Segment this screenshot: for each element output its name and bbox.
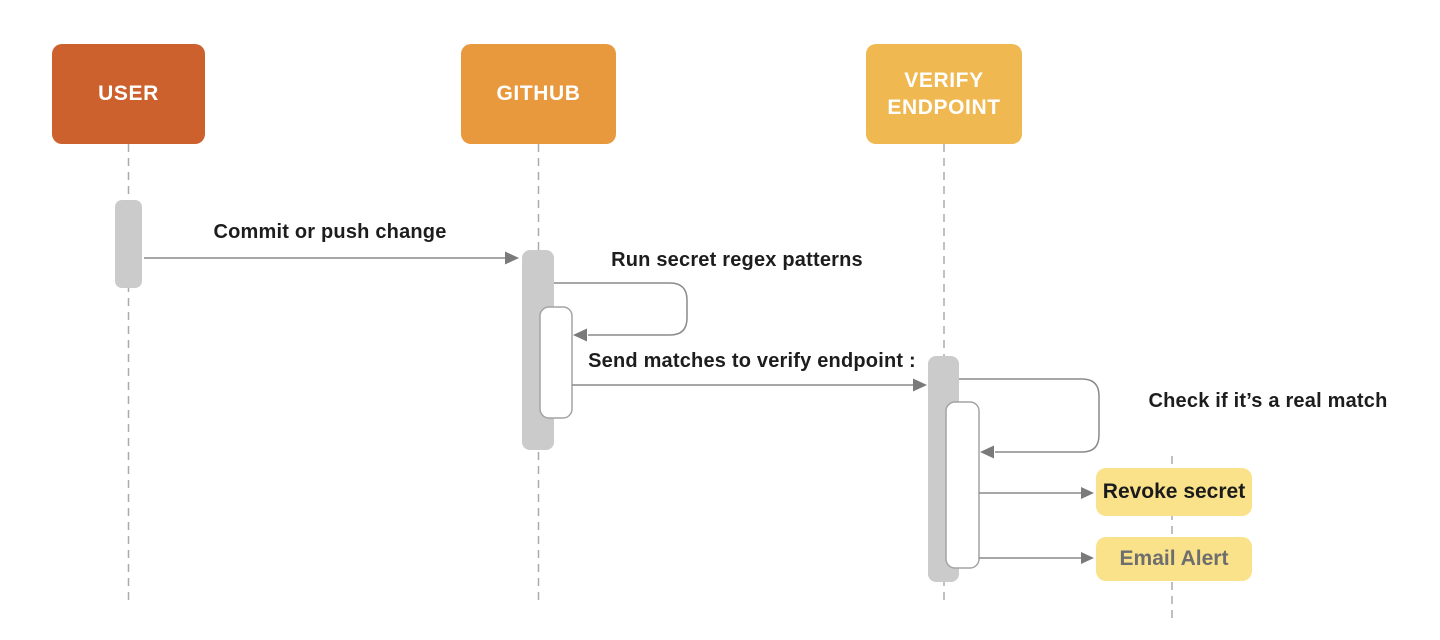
message-label-check-match: Check if it’s a real match xyxy=(1148,390,1388,412)
arrowhead-commit-icon xyxy=(505,251,519,265)
activation-bar-verify-nested xyxy=(945,401,980,569)
message-label-run-regex: Run secret regex patterns xyxy=(611,249,863,271)
arrowhead-revoke-icon xyxy=(1081,487,1094,499)
message-label-commit: Commit or push change xyxy=(213,221,447,243)
activation-bar-user xyxy=(115,200,142,288)
message-label-send-matches: Send matches to verify endpoint : xyxy=(588,350,916,372)
actor-label-github: GITHUB xyxy=(496,82,581,106)
action-box-email-alert: Email Alert xyxy=(1096,537,1252,581)
arrowhead-run-regex-icon xyxy=(573,328,587,342)
actor-label-verify-endpoint: VERIFY ENDPOINT xyxy=(887,68,1001,119)
action-box-revoke-secret: Revoke secret xyxy=(1096,468,1252,516)
action-label-revoke-secret: Revoke secret xyxy=(1102,480,1246,503)
self-loop-check-match-line xyxy=(959,378,1100,453)
actor-box-verify-endpoint: VERIFY ENDPOINT xyxy=(866,44,1022,144)
activation-bar-github-nested xyxy=(539,306,573,419)
arrowhead-send-matches-icon xyxy=(913,378,927,392)
action-label-email-alert: Email Alert xyxy=(1119,547,1229,570)
actor-label-user: USER xyxy=(98,82,159,106)
arrowhead-check-match-icon xyxy=(980,445,994,459)
actor-box-user: USER xyxy=(52,44,205,144)
actor-box-github: GITHUB xyxy=(461,44,616,144)
arrowhead-email-icon xyxy=(1081,552,1094,564)
self-loop-run-regex-line xyxy=(554,282,688,336)
